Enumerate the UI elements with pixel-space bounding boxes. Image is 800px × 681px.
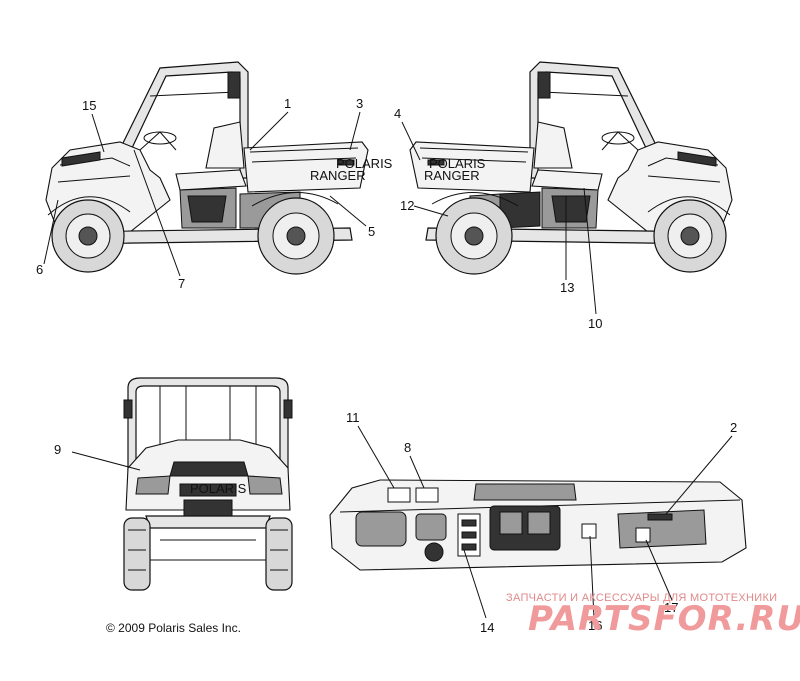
left-polaris-decal: POLARIS: [336, 156, 393, 171]
front-polaris-badge: [179, 483, 237, 497]
watermark: ЗАПЧАСТИ И АКСЕССУАРЫ ДЛЯ МОТОТЕХНИКИ PA…: [506, 592, 800, 639]
dash-decal-16: [581, 523, 597, 539]
callout-13: 13: [560, 280, 574, 295]
callout-15: 15: [82, 98, 96, 113]
callout-2: 2: [730, 420, 737, 435]
left-ranger-decal: RANGER: [310, 168, 366, 183]
vehicle-front-view: POLARIS: [123, 377, 293, 591]
dash-left-compartment: [355, 511, 407, 547]
cage-lights-left: [227, 71, 241, 99]
front-left-tire: [123, 517, 151, 591]
callout-3: 3: [356, 96, 363, 111]
left-rear-wheel: [257, 197, 335, 275]
right-polaris-badge: [427, 159, 445, 166]
front-grille: [183, 499, 233, 517]
callout-6: 6: [36, 262, 43, 277]
dash-decal-11: [387, 487, 411, 503]
left-cargo-box: [243, 141, 369, 193]
right-front-wheel: [653, 199, 727, 273]
callout-17: 17: [664, 600, 678, 615]
copyright-text: © 2009 Polaris Sales Inc.: [106, 621, 241, 635]
callout-1: 1: [284, 96, 291, 111]
leader-lines: [43, 111, 733, 619]
right-cargo-box: [409, 141, 535, 193]
right-rear-wheel: [435, 197, 513, 275]
callout-numbers: 15 1 3 5 6 7 4 12 13 10 9 11 8 2 14 16 1…: [36, 96, 737, 635]
callout-10: 10: [588, 316, 602, 331]
callout-14: 14: [480, 620, 494, 635]
right-ranger-decal: RANGER: [424, 168, 480, 183]
callout-7: 7: [178, 276, 185, 291]
callout-11: 11: [346, 410, 360, 425]
callout-12: 12: [400, 198, 414, 213]
front-right-tire: [265, 517, 293, 591]
vehicle-left-side-view: RANGER POLARIS: [45, 61, 393, 275]
watermark-brand: PARTSFOR.RU: [528, 599, 800, 639]
callout-5: 5: [368, 224, 375, 239]
front-cage-light-right: [283, 399, 293, 419]
callout-8: 8: [404, 440, 411, 455]
dash-decal-8: [415, 487, 439, 503]
dashboard-view: [329, 479, 747, 571]
dash-decal-17: [635, 527, 651, 543]
left-front-wheel: [51, 199, 125, 273]
watermark-tagline: ЗАПЧАСТИ И АКСЕССУАРЫ ДЛЯ МОТОТЕХНИКИ: [506, 592, 777, 604]
left-polaris-badge: [337, 159, 355, 166]
vehicle-right-side-view: RANGER POLARIS: [409, 61, 733, 275]
dash-decal-2: [647, 513, 673, 521]
callout-9: 9: [54, 442, 61, 457]
cage-lights-right: [537, 71, 551, 99]
front-cage-light-left: [123, 399, 133, 419]
right-polaris-decal: POLARIS: [429, 156, 486, 171]
callout-16: 16: [588, 618, 602, 633]
front-polaris-decal: POLARIS: [190, 481, 247, 496]
callout-4: 4: [394, 106, 401, 121]
